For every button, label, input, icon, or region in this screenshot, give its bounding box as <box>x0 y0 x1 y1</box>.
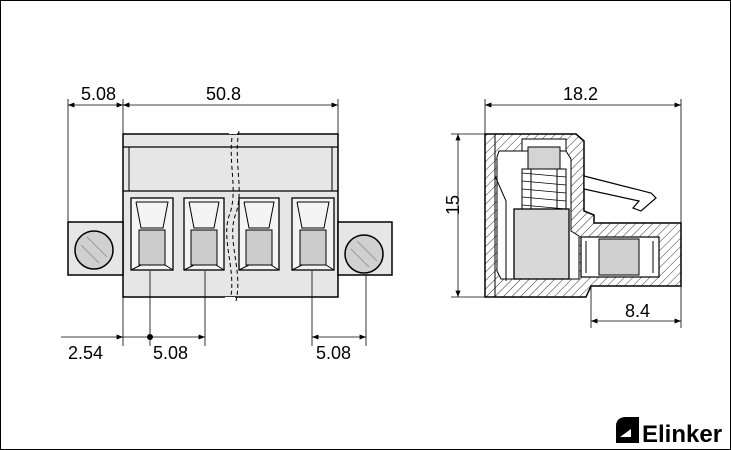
brand-name: Elinker <box>642 421 722 448</box>
front-view <box>61 99 393 346</box>
dim-bottom-edge: 2.54 <box>68 343 103 363</box>
logo-mark-icon <box>616 417 639 443</box>
dim-bottom-right: 5.08 <box>316 343 351 363</box>
break-lines <box>226 130 240 302</box>
clamp-block <box>513 208 570 280</box>
dim-top-pitch: 5.08 <box>81 84 116 104</box>
dim-top-total: 50.8 <box>206 84 241 104</box>
dim-side-width: 18.2 <box>563 84 598 104</box>
screw-thread <box>521 168 567 210</box>
dim-side-pin: 8.4 <box>625 301 650 321</box>
contact-openings <box>130 197 335 271</box>
dim-bottom-pitch: 5.08 <box>153 343 188 363</box>
left-screw <box>74 230 114 270</box>
dim-side-height: 15 <box>443 195 463 215</box>
side-view <box>451 99 682 328</box>
right-screw <box>344 234 384 274</box>
release-lever <box>583 175 657 212</box>
brand-logo: Elinker <box>616 417 722 448</box>
